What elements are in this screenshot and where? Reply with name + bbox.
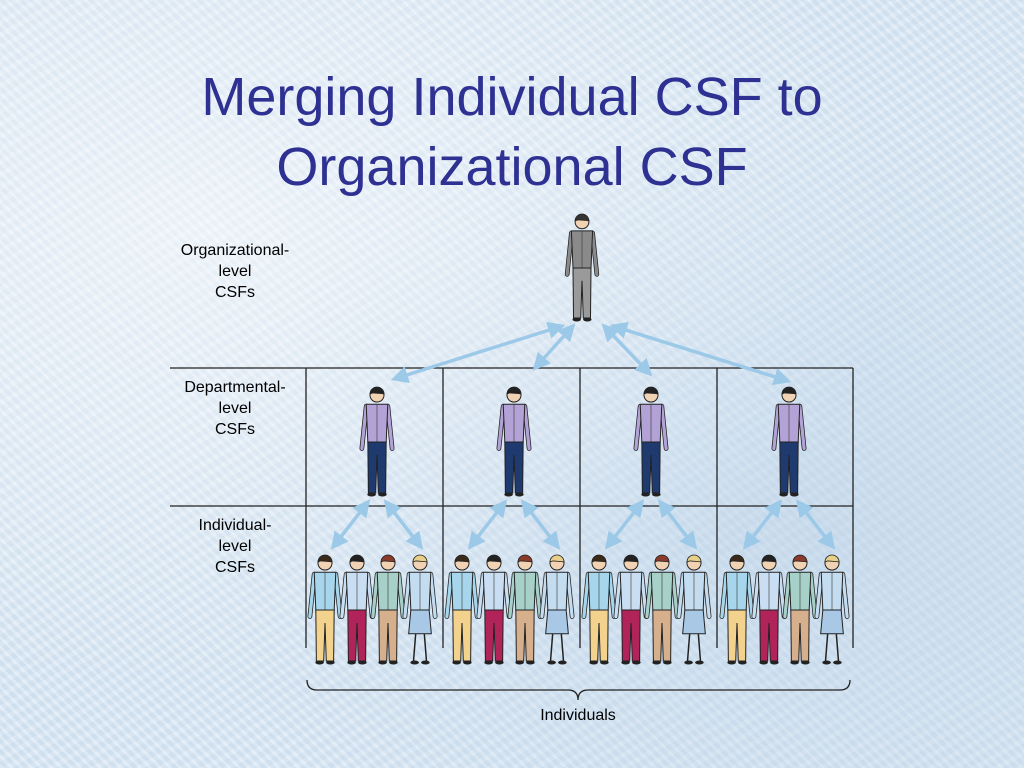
organizational-level-label: Organizational- level CSFs	[160, 240, 310, 303]
individual-figure	[307, 554, 343, 665]
individual-figure	[814, 554, 850, 665]
title-line-1: Merging Individual CSF to	[201, 67, 823, 127]
individual-figure	[613, 554, 649, 665]
two-way-arrow	[795, 499, 836, 550]
two-way-arrow	[532, 323, 576, 371]
two-way-arrow	[742, 499, 783, 550]
department-manager-figure	[771, 386, 807, 497]
title-line-2: Organizational CSF	[276, 137, 748, 197]
executive-figure	[564, 213, 600, 322]
individual-figure	[782, 554, 818, 665]
two-way-arrow	[390, 321, 566, 384]
label-line: level	[218, 538, 252, 555]
two-way-arrow	[383, 499, 424, 550]
label-line: Organizational-	[180, 242, 290, 259]
individual-figure	[339, 554, 375, 665]
individual-figure	[644, 554, 680, 665]
department-manager-figure	[496, 386, 532, 497]
two-way-arrow	[609, 321, 792, 386]
label-line: level	[218, 400, 252, 417]
department-manager-figure	[633, 386, 669, 497]
individual-figure	[676, 554, 712, 665]
two-way-arrow	[467, 499, 508, 550]
individual-figure	[476, 554, 512, 665]
individuals-label: Individuals	[540, 707, 616, 724]
label-line: CSFs	[215, 559, 255, 576]
label-line: level	[218, 263, 252, 280]
label-line: CSFs	[215, 421, 255, 438]
individual-figure	[402, 554, 438, 665]
label-line: CSFs	[215, 284, 255, 301]
department-manager-figure	[359, 386, 395, 497]
two-way-arrow	[657, 499, 698, 550]
label-line: Departmental-	[184, 379, 286, 396]
arrows	[330, 321, 836, 550]
individual-figure	[581, 554, 617, 665]
departmental-level-label: Departmental- level CSFs	[160, 377, 310, 440]
slide-title: Merging Individual CSF to Organizational…	[0, 62, 1024, 202]
label-line: Individual-	[198, 517, 272, 534]
two-way-arrow	[601, 323, 653, 377]
individual-figure	[444, 554, 480, 665]
two-way-arrow	[520, 499, 561, 550]
individual-figure	[507, 554, 543, 665]
individual-figure	[751, 554, 787, 665]
two-way-arrow	[330, 499, 371, 550]
two-way-arrow	[604, 499, 645, 550]
individuals-bracket	[306, 679, 851, 701]
individual-figure	[719, 554, 755, 665]
people	[307, 213, 850, 665]
individual-figure	[539, 554, 575, 665]
individual-figure	[370, 554, 406, 665]
individual-level-label: Individual- level CSFs	[160, 515, 310, 578]
